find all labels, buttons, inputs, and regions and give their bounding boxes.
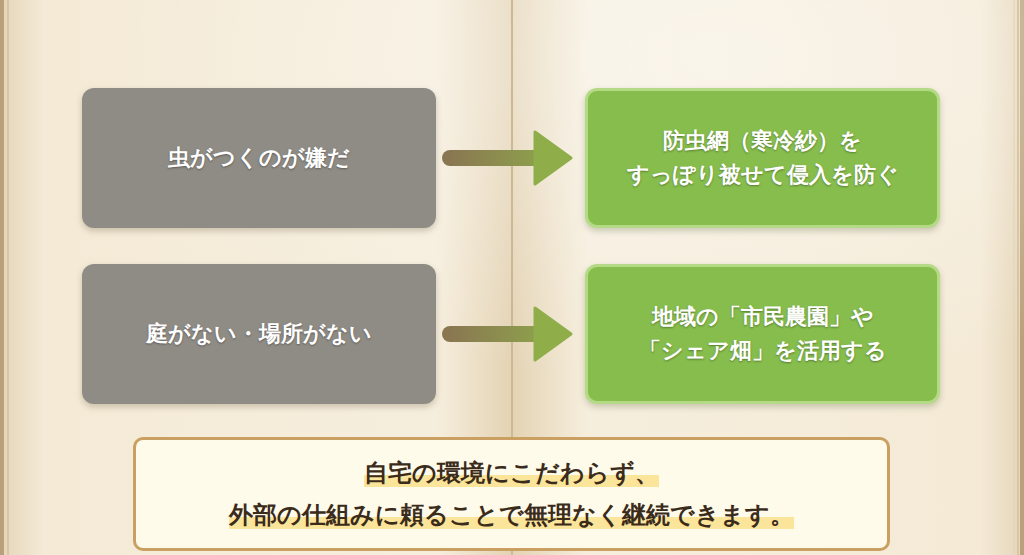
page-edge (1017, 0, 1019, 555)
page-edge (7, 0, 9, 555)
arrow-shaft (450, 150, 541, 166)
arrow-head (535, 132, 571, 184)
arrow-connector (450, 132, 571, 184)
solution-box: 防虫網（寒冷紗）を すっぽり被せて侵入を防ぐ (585, 88, 940, 228)
arrow-shaft (450, 326, 541, 342)
problem-box: 庭がない・場所がない (82, 264, 436, 404)
page-edge (1014, 0, 1015, 555)
solution-box: 地域の「市民農園」や 「シェア畑」を活用する (585, 264, 940, 404)
arrow-head (535, 308, 571, 360)
text-wrap: 防虫網（寒冷紗）を すっぽり被せて侵入を防ぐ (606, 124, 919, 192)
box-label: 庭がない・場所がない (146, 321, 372, 346)
text-wrap: 虫がつくのが嫌だ (168, 141, 350, 175)
problem-box: 虫がつくのが嫌だ (82, 88, 436, 228)
summary-text: 自宅の環境にこだわらず、 外部の仕組みに頼ることで無理なく継続できます。 (229, 459, 794, 529)
box-label: 虫がつくのが嫌だ (168, 145, 350, 170)
summary-box: 自宅の環境にこだわらず、 外部の仕組みに頼ることで無理なく継続できます。 (133, 437, 890, 551)
text-wrap: 地域の「市民農園」や 「シェア畑」を活用する (606, 300, 919, 368)
box-label: 防虫網（寒冷紗）を すっぽり被せて侵入を防ぐ (627, 128, 899, 187)
text-wrap: 自宅の環境にこだわらず、 外部の仕組みに頼ることで無理なく継続できます。 (154, 452, 869, 536)
box-label: 地域の「市民農園」や 「シェア畑」を活用する (639, 304, 887, 363)
arrow-connector (450, 308, 571, 360)
text-wrap: 庭がない・場所がない (146, 317, 372, 351)
